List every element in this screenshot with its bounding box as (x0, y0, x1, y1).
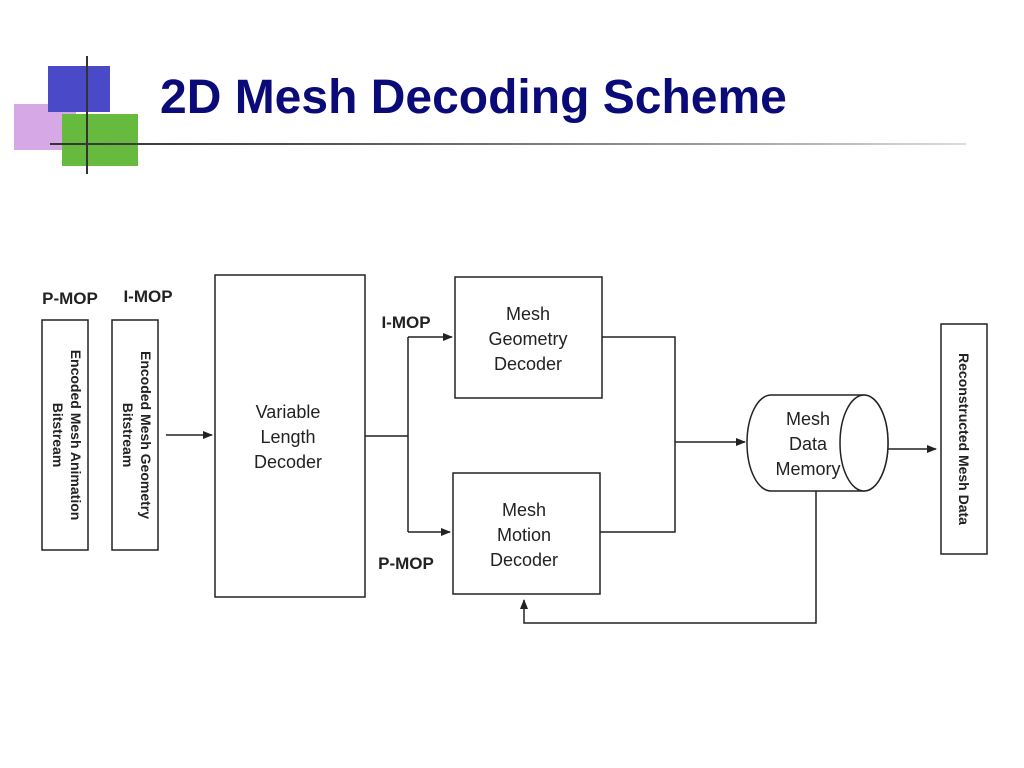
decor-green-square (62, 114, 138, 166)
geometry-decoder-box (454, 276, 603, 399)
decor-vertical-line (86, 56, 88, 174)
output-label: Reconstructed Mesh Data (956, 353, 972, 525)
motion-decoder-line3: Decoder (490, 550, 558, 570)
title-underline (50, 143, 966, 145)
upper-branch-label: I-MOP (381, 313, 430, 332)
vld-box (214, 274, 366, 598)
motion-decoder-box (452, 472, 601, 595)
feedback-arrow (520, 491, 817, 624)
memory-label-line1: Mesh (786, 409, 830, 429)
geometry-bitstream-label: Encoded Mesh Geometry Bitstream (120, 351, 154, 519)
svg-text:Bitstream: Bitstream (120, 403, 136, 468)
animation-bitstream-label: Encoded Mesh Animation Bitstream (50, 350, 84, 521)
vld-label-line3: Decoder (254, 452, 322, 472)
output-box (940, 323, 988, 555)
animation-bitstream-box (41, 319, 89, 551)
lower-branch-label: P-MOP (378, 554, 434, 573)
memory-label-line3: Memory (775, 459, 840, 479)
decoder-merge-line (600, 336, 676, 533)
decor-blue-square (48, 66, 110, 112)
svg-text:Reconstructed Mesh Data: Reconstructed Mesh Data (956, 353, 972, 525)
vld-label-line1: Variable (256, 402, 321, 422)
geometry-decoder-line3: Decoder (494, 354, 562, 374)
memory-cylinder (746, 394, 889, 492)
geometry-decoder-line2: Geometry (488, 329, 567, 349)
motion-decoder-line2: Motion (497, 525, 551, 545)
vld-label-line2: Length (260, 427, 315, 447)
svg-text:Encoded Mesh Geometry: Encoded Mesh Geometry (138, 351, 154, 519)
motion-decoder-line1: Mesh (502, 500, 546, 520)
svg-text:Bitstream: Bitstream (50, 403, 66, 468)
geometry-decoder-line1: Mesh (506, 304, 550, 324)
svg-text:Encoded Mesh Animation: Encoded Mesh Animation (68, 350, 84, 521)
memory-label-line2: Data (789, 434, 828, 454)
slide-title: 2D Mesh Decoding Scheme (160, 71, 787, 124)
geometry-bitstream-box (111, 319, 159, 551)
geometry-input-tag: I-MOP (123, 287, 172, 306)
animation-input-tag: P-MOP (42, 289, 98, 308)
